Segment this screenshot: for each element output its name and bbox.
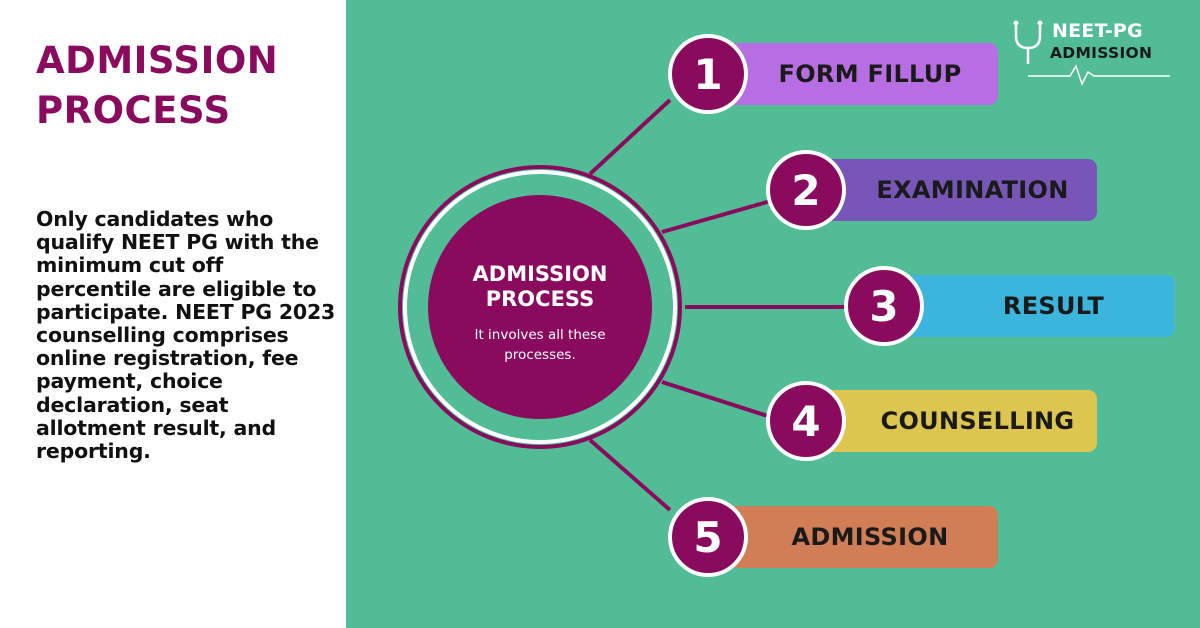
description-text: Only candidates who qualify NEET PG with… (36, 207, 336, 464)
step-label-counselling: COUNSELLING (818, 390, 1097, 452)
left-panel: ADMISSION PROCESS Only candidates who qu… (0, 0, 346, 628)
step-number-4: 4 (766, 381, 846, 461)
page-title: ADMISSION PROCESS (36, 36, 278, 136)
center-title: ADMISSION PROCESS (445, 262, 635, 312)
connector-step-4 (661, 380, 775, 420)
step-label-result: RESULT (896, 275, 1175, 337)
step-number-5: 5 (668, 497, 748, 577)
step-label-examination: EXAMINATION (818, 159, 1097, 221)
connector-step-2 (661, 198, 775, 234)
center-title-line2: PROCESS (485, 287, 595, 311)
step-label-admission: ADMISSION (720, 506, 998, 568)
center-subtitle: It involves all these processes. (474, 327, 606, 363)
logo: NEET-PG ADMISSION (1010, 18, 1180, 88)
step-number-2: 2 (766, 150, 846, 230)
logo-line1: NEET-PG (1052, 20, 1143, 42)
page-title-line2: PROCESS (36, 89, 231, 132)
step-number-1: 1 (668, 34, 748, 114)
center-circle (428, 195, 652, 419)
connector-step-5 (588, 438, 672, 512)
logo-line2: ADMISSION (1050, 44, 1153, 62)
step-number-3: 3 (844, 266, 924, 346)
center-title-line1: ADMISSION (472, 262, 608, 286)
connector-step-1 (588, 98, 672, 176)
page-title-line1: ADMISSION (36, 39, 279, 82)
step-label-form-fillup: FORM FILLUP (720, 43, 998, 105)
diagram-connectors (398, 98, 850, 512)
stethoscope-icon (1013, 20, 1170, 86)
inner-ring (403, 170, 677, 444)
